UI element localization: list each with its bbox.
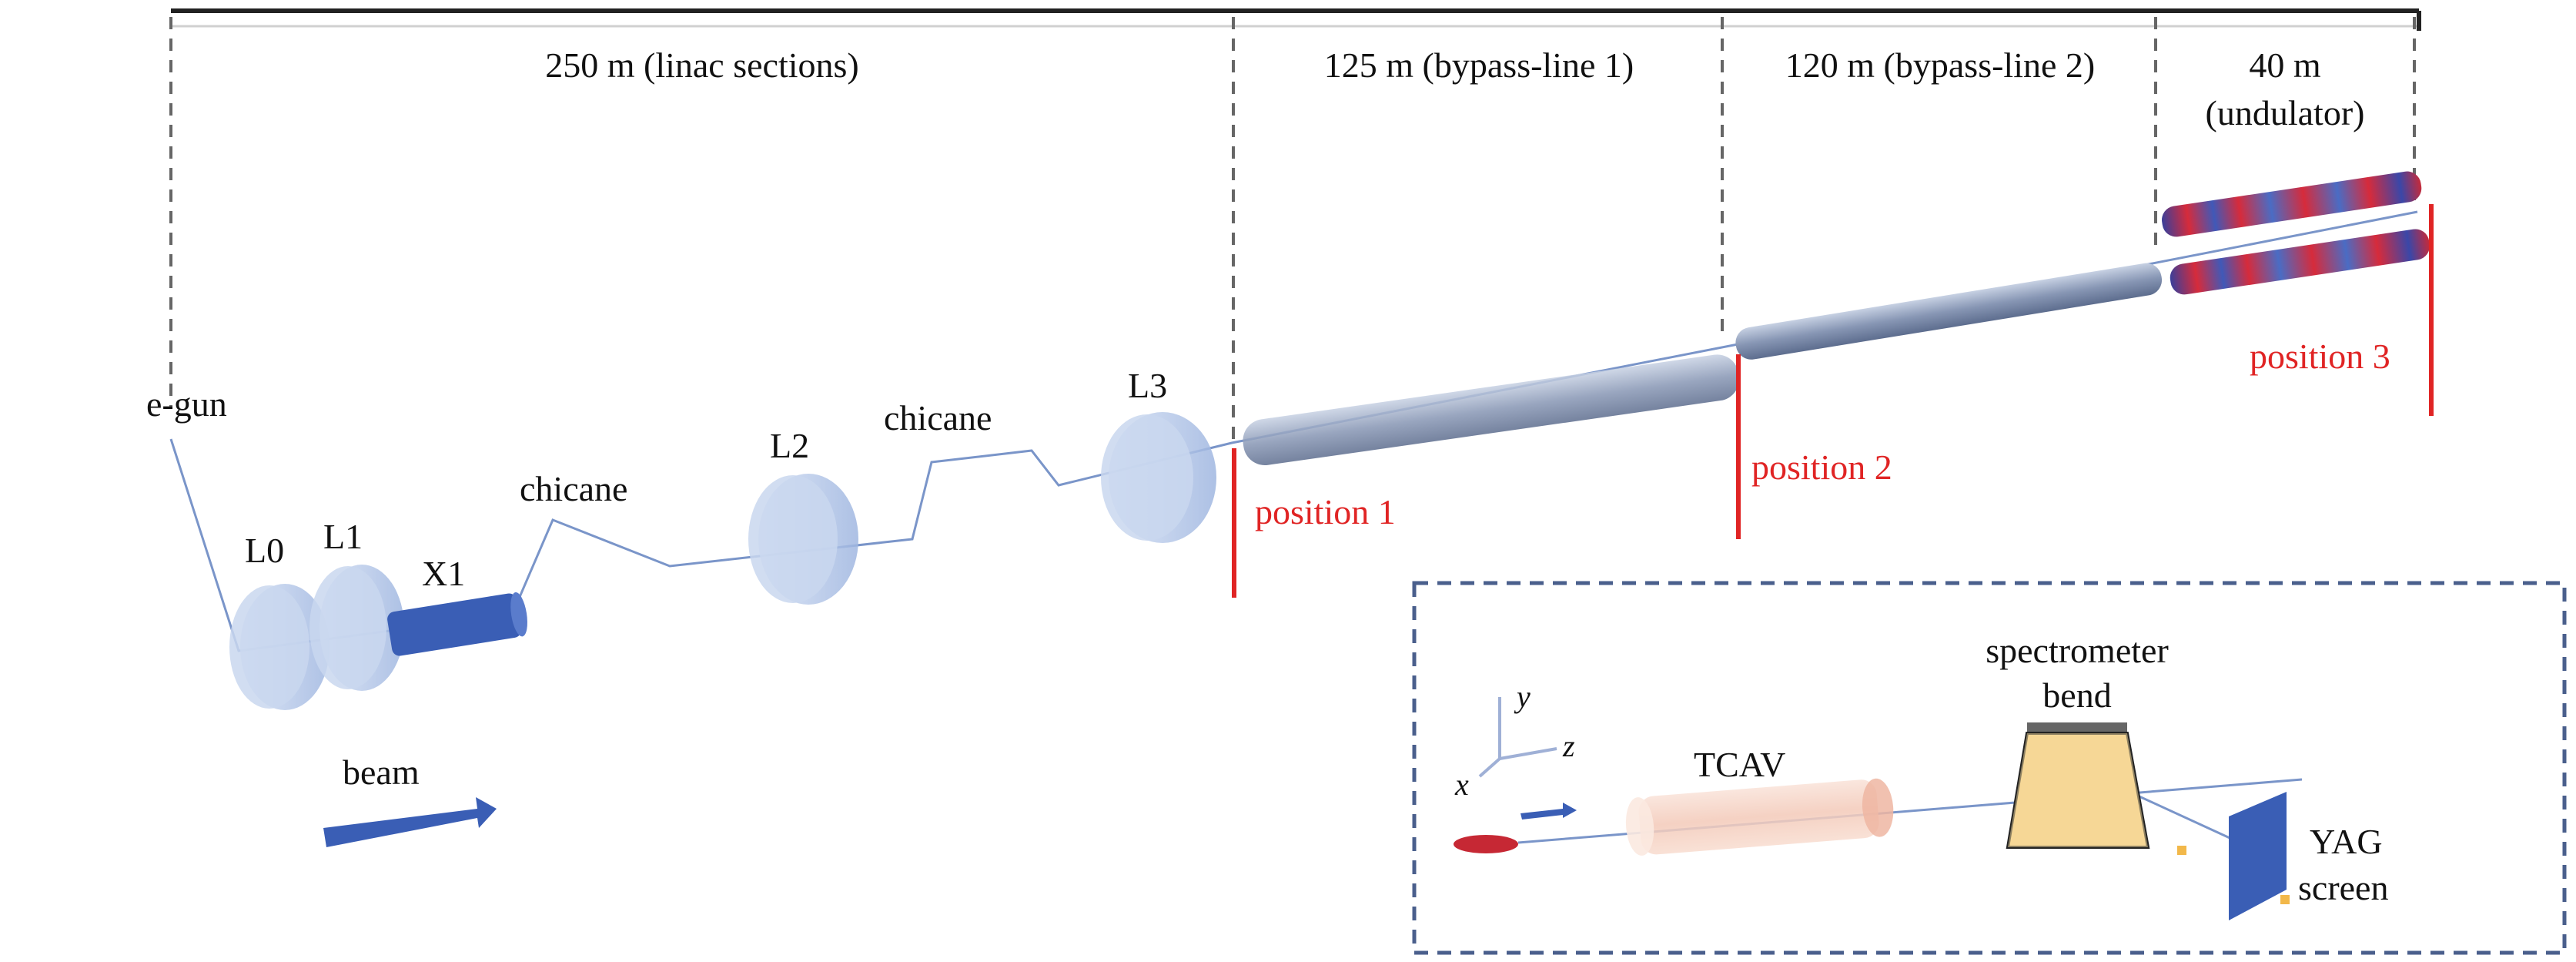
tcav-cavity: [1625, 778, 1894, 856]
position-2-label: position 2: [1751, 447, 1892, 487]
spectrometer-label: spectrometer: [1986, 631, 2169, 670]
segment-dividers: [169, 17, 2416, 447]
axis-x-label: x: [1454, 767, 1469, 802]
bypass-line-2-pipe: [1735, 263, 2163, 360]
segment-label-linac: 250 m (linac sections): [545, 45, 859, 85]
axis-y-label: y: [1514, 679, 1531, 714]
l3-label: L3: [1128, 366, 1167, 405]
cavity-x1: [387, 592, 527, 656]
deflected-beamline: [2132, 792, 2237, 843]
inset-panel: y z x TCAV spectrometer bend: [1412, 581, 2567, 955]
segment-label-undulator: (undulator): [2206, 93, 2365, 132]
coordinate-axes-icon: [1478, 697, 1557, 778]
position-markers: [1232, 204, 2434, 598]
yag-label: YAG: [2310, 822, 2383, 861]
l0-label: L0: [245, 531, 284, 570]
undulator-lower: [2170, 229, 2430, 295]
top-frame: [171, 8, 2421, 31]
x1-label: X1: [422, 554, 465, 593]
yag-screen: [2177, 792, 2290, 920]
chicane-2-label: chicane: [884, 398, 992, 437]
cavity-l3: [1101, 412, 1216, 543]
segment-label-undulator-length: 40 m: [2249, 45, 2321, 85]
l1-label: L1: [323, 517, 363, 556]
axis-z-label: z: [1562, 729, 1575, 763]
tcav-label: TCAV: [1694, 745, 1785, 784]
inset-beam-arrow: [1521, 803, 1577, 820]
l2-label: L2: [770, 426, 809, 465]
beam-label: beam: [343, 753, 420, 792]
cavity-l0: [229, 584, 330, 710]
bypass-line-1-pipe: [1243, 354, 1740, 466]
beam-arrow: [323, 797, 497, 847]
chicane-1-label: chicane: [520, 469, 627, 508]
spectrometer-bend-magnet: [2006, 722, 2150, 849]
electron-bunch: [1454, 835, 1518, 853]
cavity-l2: [748, 474, 858, 605]
segment-label-bypass2: 120 m (bypass-line 2): [1785, 45, 2095, 85]
undulator-upper: [2162, 171, 2422, 237]
bend-label: bend: [2042, 675, 2111, 715]
cavity-l1: [309, 565, 404, 691]
position-3-label: position 3: [2250, 337, 2390, 376]
egun-label: e-gun: [146, 384, 227, 424]
segment-label-bypass1: 125 m (bypass-line 1): [1324, 45, 1634, 85]
position-1-label: position 1: [1255, 492, 1396, 531]
screen-label: screen: [2298, 868, 2388, 907]
